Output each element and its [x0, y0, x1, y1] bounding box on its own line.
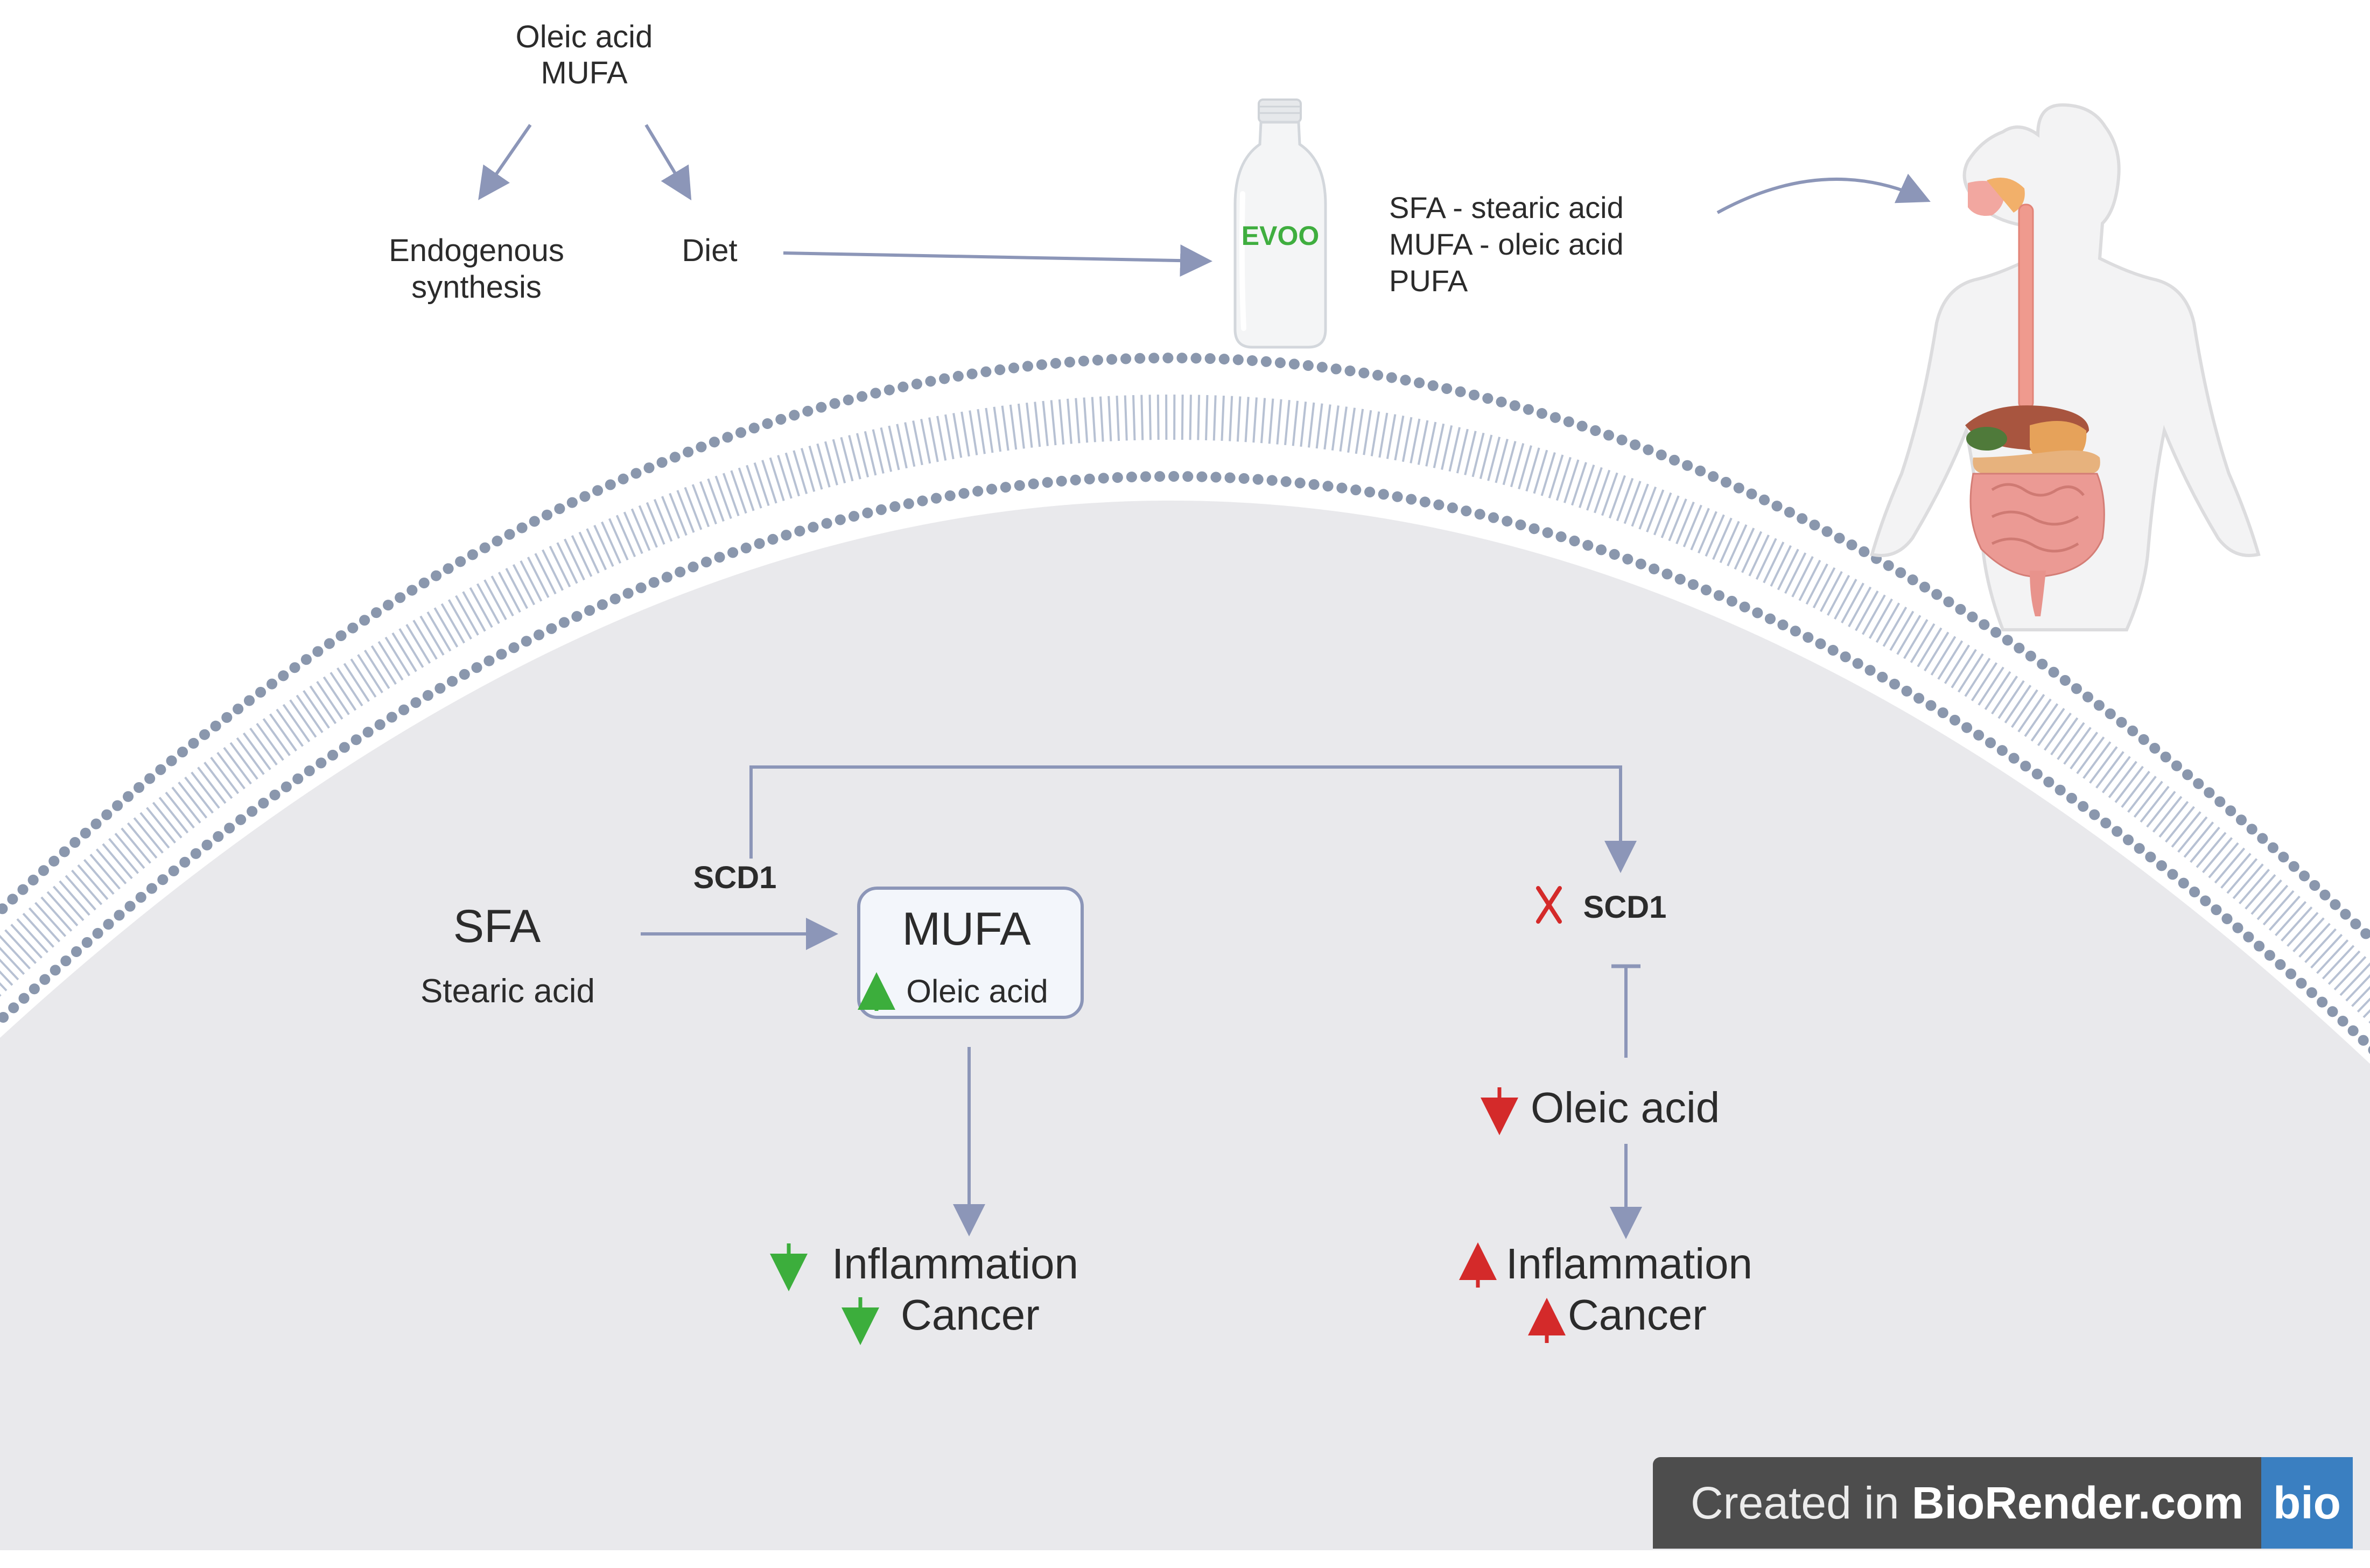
- left-cancer-label: Cancer: [901, 1291, 1040, 1339]
- cell: [0, 353, 2370, 1550]
- composition-item-3: PUFA: [1389, 264, 1468, 298]
- mufa-label: MUFA: [902, 903, 1032, 955]
- source-label-line2: MUFA: [541, 55, 627, 90]
- scd1-left-label: SCD1: [693, 860, 777, 895]
- inhibition-bar: [1611, 964, 1640, 1058]
- arrow-to-diet: [644, 124, 692, 201]
- membrane-outer-heads: [0, 353, 2370, 946]
- evoo-label: EVOO: [1242, 221, 1319, 251]
- right-inflammation-label: Inflammation: [1506, 1240, 1752, 1288]
- human-digestive-system-icon: [1870, 103, 2261, 631]
- badge-created-in: Created in: [1691, 1478, 1912, 1528]
- stearic-acid-label: Stearic acid: [420, 973, 595, 1010]
- feedback-connector: [749, 765, 1637, 873]
- scd1-inhibited-x-icon: [1536, 886, 1562, 924]
- mufa-box: [857, 887, 1084, 1019]
- mufa-oleic-label: Oleic acid: [906, 973, 1048, 1009]
- arrow-diet-to-evoo: [783, 244, 1212, 277]
- left-inflammation-label: Inflammation: [832, 1240, 1078, 1288]
- right-oleic-label: Oleic acid: [1531, 1084, 1720, 1131]
- composition-item-2: MUFA - oleic acid: [1389, 227, 1624, 261]
- arrow-to-endogenous: [478, 124, 532, 200]
- scd1-right-label: SCD1: [1583, 890, 1667, 925]
- badge-text: Created in BioRender.com: [1691, 1457, 2243, 1549]
- composition-item-1: SFA - stearic acid: [1389, 191, 1624, 224]
- diet-label: Diet: [682, 233, 737, 268]
- endogenous-label-line1: Endogenous: [389, 233, 564, 268]
- arrow-to-body: [1716, 173, 1931, 214]
- cytoplasm: [0, 501, 2370, 1550]
- right-cancer-label: Cancer: [1568, 1291, 1707, 1339]
- badge-brand: BioRender.com: [1911, 1478, 2244, 1528]
- membrane-tails: [0, 395, 2370, 1024]
- endogenous-label-line2: synthesis: [411, 270, 542, 305]
- source-label-line1: Oleic acid: [516, 19, 653, 54]
- biorender-logo-icon: bio: [2261, 1457, 2353, 1549]
- sfa-label: SFA: [453, 901, 541, 952]
- biorender-badge[interactable]: Created in BioRender.com bio: [1653, 1457, 2353, 1549]
- evoo-bottle-icon: [1233, 99, 1327, 349]
- membrane-inner-heads: [0, 471, 2370, 1054]
